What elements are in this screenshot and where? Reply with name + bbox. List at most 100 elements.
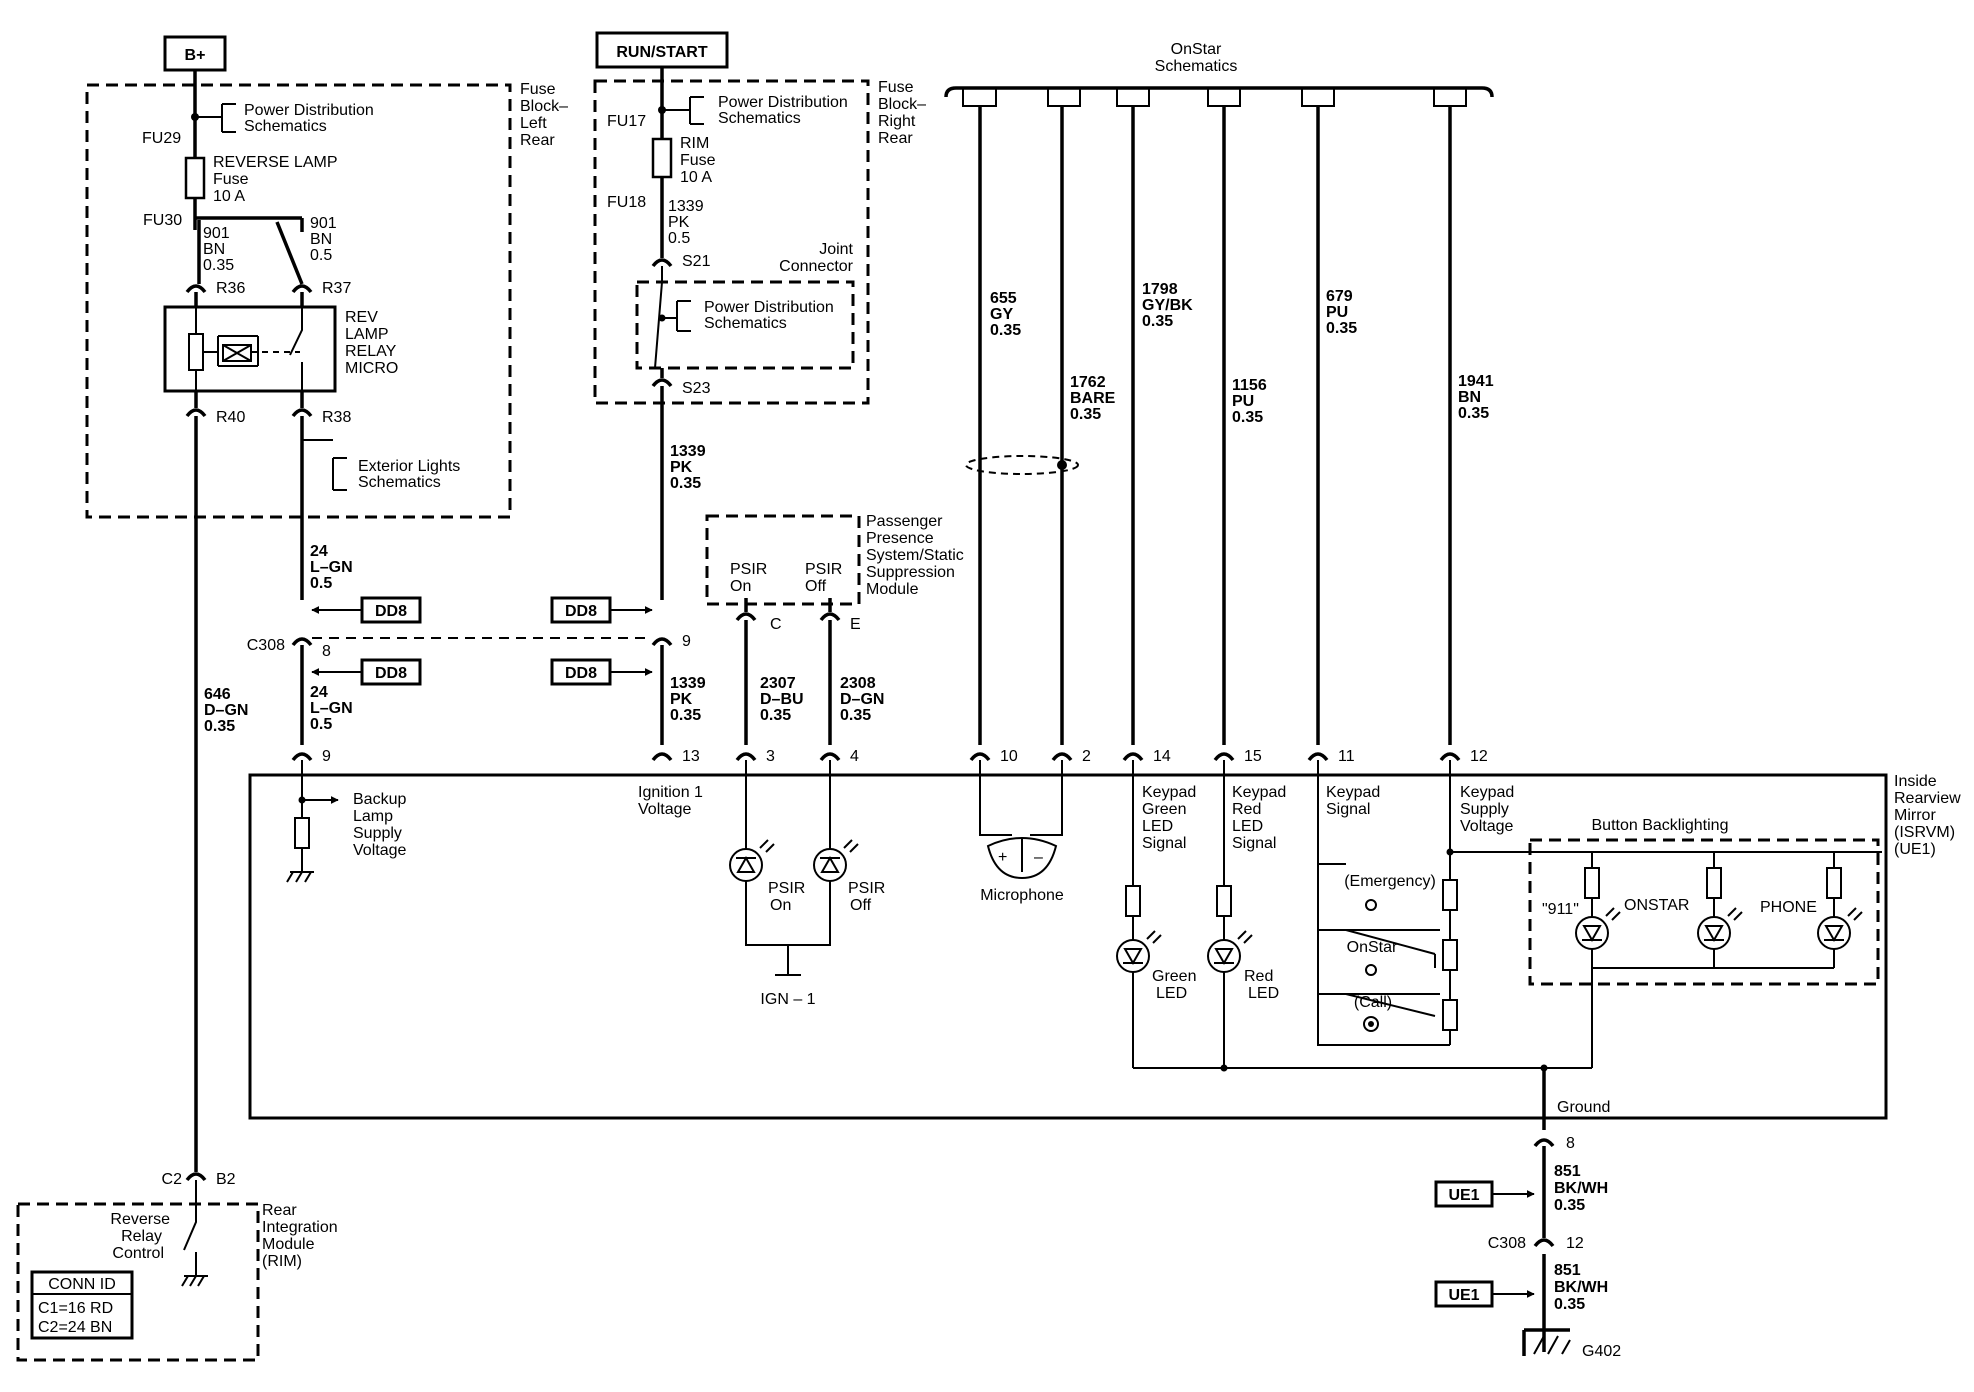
svg-text:D–GN: D–GN — [840, 691, 884, 708]
svg-text:PSIR: PSIR — [730, 561, 767, 578]
svg-text:Left: Left — [520, 115, 547, 132]
svg-text:10: 10 — [1000, 748, 1018, 765]
svg-text:3: 3 — [766, 748, 775, 765]
svg-text:C2=24 BN: C2=24 BN — [38, 1319, 112, 1336]
svg-text:MICRO: MICRO — [345, 360, 398, 377]
svg-text:LED: LED — [1232, 818, 1263, 835]
svg-text:0.35: 0.35 — [1070, 406, 1101, 423]
svg-text:14: 14 — [1153, 748, 1171, 765]
connector-c308: C308 8 9 — [247, 633, 691, 660]
svg-text:Red: Red — [1244, 968, 1273, 985]
wire-24-lgn-a: 24L–GN0.5 — [310, 543, 353, 592]
svg-text:2: 2 — [1082, 748, 1091, 765]
svg-text:4: 4 — [850, 748, 859, 765]
dd8-reference-2: DD8 — [550, 596, 653, 624]
bplus-source: B+ — [163, 35, 227, 72]
isrvm-pins: 9 13 3 4 10 2 14 15 11 12 — [291, 748, 1488, 765]
ground-path: 8 851 BK/WH 0.35 851 BK/WH 0.35 UE1 C308… — [1434, 1135, 1621, 1360]
svg-text:0.35: 0.35 — [1232, 409, 1263, 426]
svg-text:"911": "911" — [1542, 901, 1579, 918]
svg-text:0.35: 0.35 — [1326, 320, 1357, 337]
fuse-block-right-rear: Fuse Block– Right Rear Power Distributio… — [593, 67, 926, 405]
emergency-button-label: (Emergency) — [1344, 873, 1436, 890]
svg-text:10 A: 10 A — [213, 188, 245, 205]
svg-text:1941: 1941 — [1458, 373, 1494, 390]
svg-text:DD8: DD8 — [565, 603, 597, 620]
svg-text:Rear: Rear — [262, 1202, 297, 1219]
svg-text:8: 8 — [1566, 1135, 1575, 1152]
pds-label-left: Power Distribution — [244, 102, 374, 119]
dd8-reference-1: DD8 — [311, 596, 422, 624]
svg-text:Fuse: Fuse — [878, 79, 914, 96]
svg-text:BK/WH: BK/WH — [1554, 1279, 1608, 1296]
svg-text:L–GN: L–GN — [310, 559, 353, 576]
svg-text:10 A: 10 A — [680, 169, 712, 186]
svg-text:(UE1): (UE1) — [1894, 841, 1936, 858]
onstar-button-label: OnStar — [1347, 939, 1398, 956]
svg-text:D–GN: D–GN — [204, 702, 248, 719]
svg-text:(RIM): (RIM) — [262, 1253, 302, 1270]
s23-connector — [651, 378, 673, 388]
svg-text:15: 15 — [1244, 748, 1262, 765]
ign-1-label: IGN – 1 — [760, 991, 815, 1008]
svg-text:Suppression: Suppression — [866, 564, 955, 581]
run-start-label: RUN/START — [616, 44, 707, 61]
microphone: + – Microphone — [979, 760, 1064, 904]
r37-terminal — [291, 284, 313, 294]
svg-text:Voltage: Voltage — [1460, 818, 1513, 835]
svg-text:DD8: DD8 — [375, 665, 407, 682]
svg-text:Signal: Signal — [1232, 835, 1276, 852]
svg-text:Signal: Signal — [1142, 835, 1186, 852]
onstar-schematics: OnStar Schematics — [944, 41, 1494, 107]
svg-text:C2: C2 — [162, 1171, 183, 1188]
ground-label: Ground — [1557, 1099, 1610, 1116]
svg-text:PK: PK — [668, 214, 690, 231]
svg-text:0.5: 0.5 — [310, 716, 332, 733]
svg-text:2308: 2308 — [840, 675, 876, 692]
svg-text:Module: Module — [866, 581, 919, 598]
rim-fuse — [651, 137, 673, 179]
inside-rearview-mirror: Inside Rearview Mirror (ISRVM) (UE1) 9 1… — [248, 748, 1961, 1130]
svg-text:0.35: 0.35 — [1554, 1296, 1585, 1313]
svg-text:Joint: Joint — [819, 241, 853, 258]
svg-text:Rear: Rear — [878, 130, 913, 147]
svg-text:0.35: 0.35 — [760, 707, 791, 724]
svg-text:0.5: 0.5 — [668, 230, 690, 247]
fu17-label: FU17 — [607, 113, 646, 130]
svg-text:Schematics: Schematics — [718, 110, 801, 127]
run-start-source: RUN/START — [595, 31, 729, 69]
svg-text:On: On — [730, 578, 751, 595]
g402-label: G402 — [1582, 1343, 1621, 1360]
svg-text:PSIR: PSIR — [848, 880, 885, 897]
svg-text:13: 13 — [682, 748, 700, 765]
svg-text:R36: R36 — [216, 280, 245, 297]
svg-text:9: 9 — [322, 748, 331, 765]
svg-text:901: 901 — [310, 215, 337, 232]
fu30-label: FU30 — [143, 212, 182, 229]
svg-text:Right: Right — [878, 113, 916, 130]
svg-text:Module: Module — [262, 1236, 315, 1253]
svg-text:(ISRVM): (ISRVM) — [1894, 824, 1955, 841]
conn-id-table: CONN ID C1=16 RD C2=24 BN — [30, 1270, 134, 1340]
svg-text:1339: 1339 — [670, 443, 706, 460]
svg-text:+: + — [998, 849, 1007, 866]
exterior-lights-label: Exterior Lights — [358, 458, 460, 475]
svg-text:Signal: Signal — [1326, 801, 1370, 818]
svg-text:Green: Green — [1142, 801, 1186, 818]
svg-text:Inside: Inside — [1894, 773, 1937, 790]
svg-text:0.35: 0.35 — [840, 707, 871, 724]
svg-text:1156: 1156 — [1232, 377, 1267, 394]
svg-text:0.35: 0.35 — [1458, 405, 1489, 422]
svg-text:2307: 2307 — [760, 675, 796, 692]
svg-text:Keypad: Keypad — [1232, 784, 1286, 801]
svg-text:0.35: 0.35 — [1554, 1197, 1585, 1214]
